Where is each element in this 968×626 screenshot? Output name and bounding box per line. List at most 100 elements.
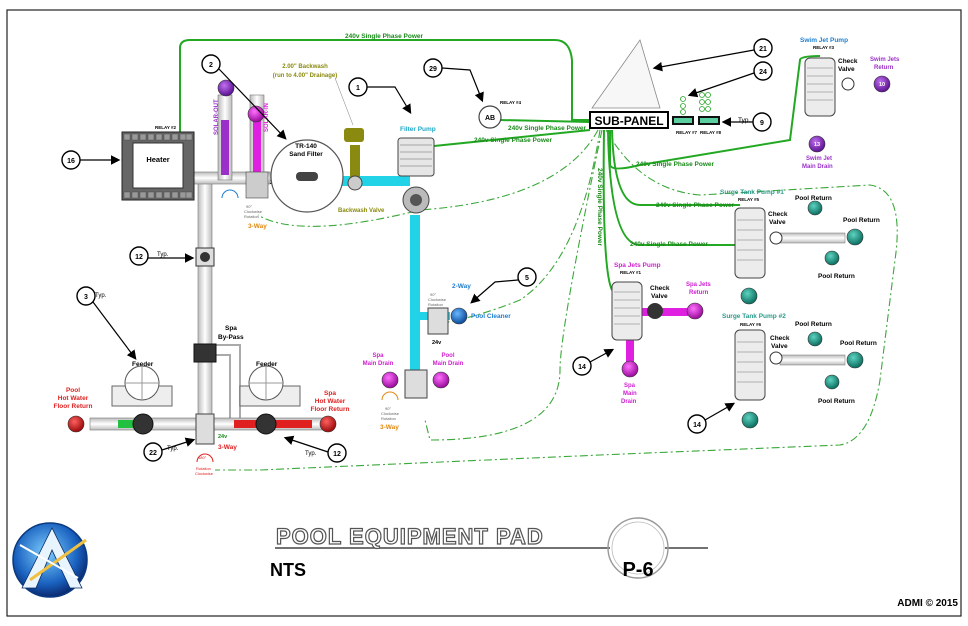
svg-text:Sand Filter: Sand Filter bbox=[289, 151, 323, 158]
svg-text:RELAY #2: RELAY #2 bbox=[155, 125, 177, 130]
svg-text:Main Drain: Main Drain bbox=[433, 361, 464, 367]
svg-text:Spa: Spa bbox=[624, 383, 636, 389]
copyright: ADMI © 2015 bbox=[897, 598, 958, 609]
svg-text:Rotation: Rotation bbox=[428, 302, 443, 307]
svg-text:2-Way: 2-Way bbox=[452, 283, 471, 290]
pipe-drain-cyan bbox=[410, 215, 420, 380]
subpanel-label: SUB-PANEL bbox=[594, 114, 663, 128]
feeder-right: Feeder bbox=[239, 361, 301, 435]
svg-text:Clockwise: Clockwise bbox=[195, 471, 214, 476]
svg-text:24v: 24v bbox=[218, 434, 228, 440]
svg-text:Feeder: Feeder bbox=[132, 361, 154, 368]
svg-text:90°: 90° bbox=[385, 406, 391, 411]
svg-text:Spa Jets: Spa Jets bbox=[686, 282, 711, 288]
svg-text:22: 22 bbox=[149, 450, 157, 457]
svg-text:RELAY #7: RELAY #7 bbox=[676, 130, 698, 135]
svg-text:Pool: Pool bbox=[66, 387, 80, 394]
solar-out-label: SOLAR-OUT bbox=[214, 99, 220, 135]
svg-text:Spa Jets Pump: Spa Jets Pump bbox=[614, 262, 661, 269]
svg-text:Main Drain: Main Drain bbox=[802, 164, 833, 170]
pipe-filter-cyan bbox=[340, 176, 410, 186]
sheet-number: P-6 bbox=[622, 559, 653, 581]
svg-text:Drain: Drain bbox=[621, 399, 637, 405]
filter-pump-label: Filter Pump bbox=[400, 126, 436, 133]
svg-text:RELAY #4: RELAY #4 bbox=[500, 100, 522, 105]
solar-in-fitting bbox=[247, 105, 265, 123]
svg-text:Return: Return bbox=[689, 290, 709, 296]
pipe-solar-in-magenta bbox=[253, 120, 261, 175]
callout-12a: 12 bbox=[129, 246, 195, 266]
surge-tank-pump-2: Surge Tank Pump #2 RELAY #6 Check Valve … bbox=[722, 313, 877, 429]
svg-text:Typ.: Typ. bbox=[305, 451, 317, 457]
svg-text:Check: Check bbox=[838, 58, 858, 65]
check-valve-left: Typ. bbox=[157, 247, 215, 267]
svg-text:Check: Check bbox=[650, 285, 670, 292]
svg-text:Hot Water: Hot Water bbox=[58, 395, 89, 402]
spa-hw-return: Spa Hot Water Floor Return bbox=[311, 390, 350, 433]
power-label-surge1: 240v Single Phase Power bbox=[656, 202, 735, 209]
svg-text:Rotation: Rotation bbox=[244, 214, 259, 219]
power-label-vertical: 240v Single Phase Power bbox=[596, 168, 603, 247]
spa-jets-pump: Spa Jets Pump RELAY #1 Check Valve Spa J… bbox=[611, 262, 711, 405]
svg-text:Rotation: Rotation bbox=[196, 466, 211, 471]
filter-pump: Filter Pump bbox=[397, 126, 436, 214]
svg-text:13: 13 bbox=[814, 142, 820, 148]
drawing-scale: NTS bbox=[270, 560, 306, 580]
svg-text:Pool Return: Pool Return bbox=[818, 398, 855, 405]
svg-text:3-Way: 3-Way bbox=[380, 424, 399, 431]
callout-5: 5 bbox=[470, 267, 537, 304]
svg-text:Swim Jets: Swim Jets bbox=[870, 57, 900, 63]
svg-text:3-Way: 3-Way bbox=[248, 223, 267, 230]
svg-text:29: 29 bbox=[429, 66, 437, 73]
svg-text:3: 3 bbox=[84, 294, 88, 301]
svg-text:24v: 24v bbox=[432, 340, 442, 346]
pipe-main-vertical bbox=[197, 179, 213, 426]
main-drains: Spa Main Drain Pool Main Drain 90° Clock… bbox=[363, 353, 464, 431]
svg-text:3-Way: 3-Way bbox=[218, 444, 237, 451]
pool-hw-return: Pool Hot Water Floor Return bbox=[54, 387, 93, 433]
svg-text:90°: 90° bbox=[430, 292, 436, 297]
callout-22: 22 bbox=[143, 437, 196, 462]
svg-text:AB: AB bbox=[485, 115, 495, 122]
svg-text:TR-140: TR-140 bbox=[295, 143, 317, 150]
svg-text:Main: Main bbox=[623, 391, 637, 397]
svg-text:Typ.: Typ. bbox=[738, 117, 750, 124]
svg-text:RELAY #1: RELAY #1 bbox=[620, 270, 642, 275]
svg-text:Swim Jet Pump: Swim Jet Pump bbox=[800, 37, 848, 44]
title-block: POOL EQUIPMENT PAD NTS P-6 ADMI © 2015 bbox=[270, 517, 958, 609]
sand-filter: TR-140 Sand Filter bbox=[270, 139, 344, 213]
callout-12b: 12 bbox=[283, 435, 347, 463]
svg-text:Valve: Valve bbox=[769, 219, 786, 226]
heater-label: Heater bbox=[146, 155, 169, 164]
svg-text:Clockwise: Clockwise bbox=[244, 209, 263, 214]
callout-29: 29 bbox=[423, 58, 484, 103]
svg-text:Pool Cleaner: Pool Cleaner bbox=[471, 313, 511, 320]
svg-text:21: 21 bbox=[759, 46, 767, 53]
svg-text:Valve: Valve bbox=[651, 293, 668, 300]
svg-text:Check: Check bbox=[768, 211, 788, 218]
sub-panel: SUB-PANEL bbox=[589, 111, 669, 129]
ab-unit: AB RELAY #4 bbox=[478, 100, 522, 129]
svg-text:Hot Water: Hot Water bbox=[315, 398, 346, 405]
svg-text:Clockwise: Clockwise bbox=[381, 411, 400, 416]
svg-text:Pool: Pool bbox=[442, 353, 455, 359]
svg-text:Check: Check bbox=[770, 335, 790, 342]
callout-21: 21 bbox=[652, 38, 773, 72]
spa-bypass-valve: Spa By-Pass bbox=[193, 325, 244, 363]
svg-text:Surge Tank Pump #1: Surge Tank Pump #1 bbox=[720, 189, 784, 196]
swim-jet-pump: Swim Jet Pump RELAY #3 Check Valve Swim … bbox=[800, 37, 900, 170]
power-label-surge2: 240v Single Phase Power bbox=[630, 241, 709, 248]
svg-text:90°: 90° bbox=[246, 204, 252, 209]
svg-text:Rotation: Rotation bbox=[381, 416, 396, 421]
svg-text:Typ.: Typ. bbox=[157, 252, 169, 258]
power-label-top: 240v Single Phase Power bbox=[345, 33, 424, 40]
bottom-3way: 24v 3-Way 180° Rotation Clockwise Typ. bbox=[167, 413, 237, 476]
svg-text:Valve: Valve bbox=[771, 343, 788, 350]
callout-1: 1 bbox=[348, 77, 412, 115]
power-label-ab: 240v Single Phase Power bbox=[508, 125, 587, 132]
svg-text:(run to 4.00" Drainage): (run to 4.00" Drainage) bbox=[273, 73, 338, 79]
svg-text:9: 9 bbox=[760, 120, 764, 127]
svg-text:Feeder: Feeder bbox=[256, 361, 278, 368]
svg-text:Spa: Spa bbox=[225, 325, 237, 332]
